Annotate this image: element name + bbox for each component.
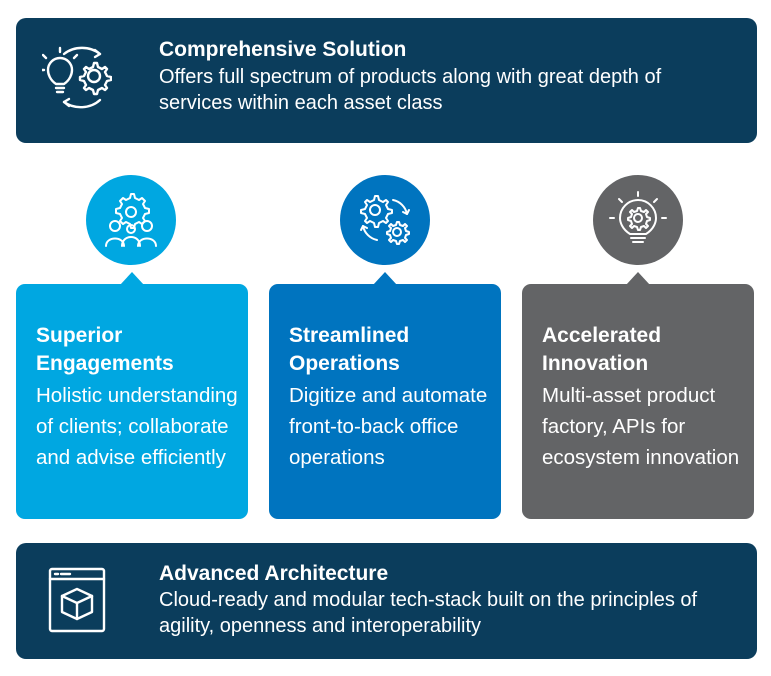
banner-description: Offers full spectrum of products along w… [159,66,662,114]
card-description: Holistic understanding of clients; colla… [36,384,238,469]
bulb-gear-icon [609,191,667,243]
card-description: Digitize and automate front-to-back offi… [289,384,488,469]
people-gear-icon-badge [86,175,176,265]
card-pointer [120,272,144,285]
card-title: Accelerated Innovation [542,324,662,375]
banner-title: Advanced Architecture [159,562,389,585]
card-title: Superior Engagements [36,324,174,375]
banner-title: Comprehensive Solution [159,38,407,61]
card-title: Streamlined Operations [289,324,410,375]
gears-cycle-icon [360,195,410,245]
superior-engagements-card: Superior Engagements Holistic understand… [16,272,248,519]
card-pointer [373,272,397,285]
accelerated-innovation-card: Accelerated Innovation Multi-asset produ… [522,272,754,519]
bulb-gear-icon-badge [593,175,683,265]
card-description: Multi-asset product factory, APIs for ec… [542,384,740,469]
people-gear-icon [105,193,157,247]
comprehensive-solution-banner: Comprehensive Solution Offers full spect… [16,18,757,143]
bulb-gear-cycle-icon [38,42,113,112]
browser-cube-icon [42,565,112,635]
gears-cycle-icon-badge [340,175,430,265]
banner-description: Cloud-ready and modular tech-stack built… [159,589,698,637]
advanced-architecture-banner: Advanced Architecture Cloud-ready and mo… [16,543,757,659]
streamlined-operations-card: Streamlined Operations Digitize and auto… [269,272,501,519]
card-pointer [626,272,650,285]
